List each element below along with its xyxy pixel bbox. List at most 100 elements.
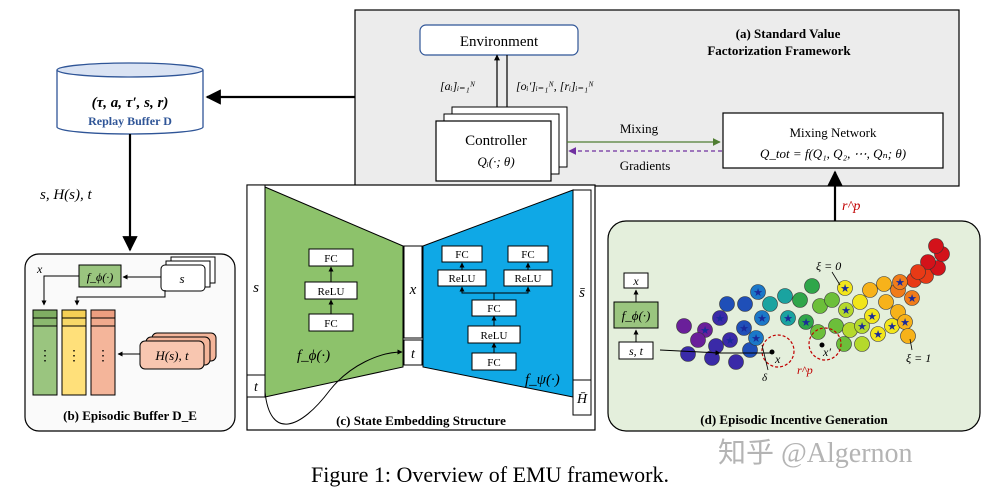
buffer-col-green: ⋮: [32, 309, 58, 396]
encoder-layers: FC ReLU FC: [304, 248, 358, 332]
embedding-point: [754, 310, 770, 326]
embedding-point: [892, 274, 908, 290]
delta-circle: [761, 334, 795, 368]
embedding-point: [854, 318, 870, 334]
embedding-point: [920, 254, 936, 270]
embedding-point: [728, 354, 744, 370]
dec-fc-mid-label: FC: [487, 303, 500, 315]
embedding-point: [804, 278, 820, 294]
star-marker: ★: [873, 329, 883, 341]
panel-b-hst-box: [139, 340, 205, 370]
star-marker: ★: [739, 323, 749, 335]
panel-b-x: x: [36, 262, 43, 276]
star-marker: ★: [715, 313, 725, 325]
panel-b-caption: (b) Episodic Buffer D_E: [63, 408, 197, 423]
buffer-col-salmon: ⋮: [90, 309, 116, 396]
embedding-point: [810, 324, 826, 340]
replay-buffer-label: Replay Buffer D: [88, 114, 172, 128]
embedding-point: [680, 346, 696, 362]
embedding-point: [854, 336, 870, 352]
embedding-point: [862, 282, 878, 298]
xi-zero-label: ξ = 0: [816, 259, 841, 273]
buffer-col-dots: ⋮: [67, 349, 81, 364]
embedding-point: [722, 332, 738, 348]
star-marker: ★: [841, 305, 851, 317]
panel-d-rp: r^p: [797, 363, 813, 377]
embedding-point: [910, 264, 926, 280]
embedding-point: [836, 336, 852, 352]
embedding-point: [876, 276, 892, 292]
panel-d-x: x: [632, 274, 639, 288]
buffer-arrow-label: s, H(s), t: [40, 187, 92, 203]
delta-label: δ: [762, 372, 768, 384]
latent-t-bar: [403, 339, 423, 366]
query-markers: x x′ δ r^p ξ = 0 ξ = 1: [659, 259, 931, 384]
embedding-point: [737, 296, 753, 312]
enc-fc-top-label: FC: [324, 253, 337, 265]
query-xprime: x′: [822, 345, 831, 359]
embedding-arrow: [659, 349, 721, 356]
dec-fc-left: [441, 245, 483, 263]
embedding-point: [777, 288, 793, 304]
panel-b-s-down-arrow: [74, 290, 166, 306]
panel-b-fphi: f_ϕ(·): [87, 270, 114, 284]
mixing-network-label: Mixing Network: [789, 125, 877, 140]
panel-a: (a) Standard Value Factorization Framewo…: [354, 9, 960, 187]
panel-a-title-line1: (a) Standard Value: [736, 26, 841, 41]
embedding-point: [762, 296, 778, 312]
panel-b: x f_ϕ(·) s ⋮ ⋮ ⋮ H(s),: [24, 253, 236, 432]
encoder-label: f_ϕ(·): [297, 348, 330, 364]
star-marker: ★: [857, 321, 867, 333]
panel-b-s: s: [179, 271, 184, 286]
input-s-label: s: [253, 280, 259, 296]
mixing-formula: Q_tot = f(Q₁, Q₂, ⋯, Qₙ; θ): [760, 146, 906, 161]
star-marker: ★: [840, 283, 850, 295]
delta-circle-prime: [808, 327, 842, 361]
panel-c: s t x t s̄ H̄ FC ReLU FC f_ϕ(·) FC ReLU: [246, 184, 596, 431]
embedding-point: [852, 294, 868, 310]
embedding-point: [904, 290, 920, 306]
panel-a-title-line2: Factorization Framework: [707, 43, 851, 58]
star-marker: ★: [753, 287, 763, 299]
panel-d-st: s, t: [629, 344, 644, 358]
buffer-col-yellow: ⋮: [61, 309, 87, 396]
panel-d-frame: [607, 220, 981, 432]
star-marker: ★: [887, 321, 897, 333]
controller-fn: Qᵢ(·; θ): [477, 154, 514, 169]
controller-box: [435, 120, 552, 182]
enc-fc-top: [308, 248, 354, 267]
output-h-label: H̄: [576, 392, 588, 407]
dec-relu-label: ReLU: [481, 330, 508, 342]
dec-relu-right-label: ReLU: [515, 273, 542, 285]
rp-label: r^p: [842, 199, 860, 214]
query-x: x: [774, 352, 781, 366]
panel-d-caption: (d) Episodic Incentive Generation: [700, 412, 888, 427]
embedding-point: [676, 318, 692, 334]
enc-fc-bottom-label: FC: [324, 318, 337, 330]
panel-b-s-box: [160, 264, 206, 292]
figure-caption: Figure 1: Overview of EMU framework.: [311, 462, 669, 487]
panel-d: x f_ϕ(·) s, t ★★★★★★★★★★★★★★★★★★ x x′ δ …: [607, 220, 981, 432]
latent-t-label: t: [411, 347, 416, 362]
embedding-scatter: ★★★★★★★★★★★★★★★★★★: [676, 238, 950, 370]
dec-fc-bottom-label: FC: [487, 357, 500, 369]
panel-d-fphi: f_ϕ(·): [622, 308, 651, 323]
panel-d-fphi-box: [613, 301, 659, 329]
panel-b-x-arrow: [41, 275, 79, 306]
panel-c-caption: (c) State Embedding Structure: [336, 413, 506, 428]
embedding-point: [736, 320, 752, 336]
mixing-network-box: [722, 112, 944, 169]
actions-label: [aᵢ]ᵢ₌₁ᴺ: [440, 79, 476, 93]
mixing-arrow-label: Mixing: [620, 121, 659, 136]
embedding-point: [719, 296, 735, 312]
t-skip-arrow: [264, 349, 403, 425]
output-h-bar: [572, 379, 592, 416]
panel-b-hst: H(s), t: [154, 348, 189, 363]
embedding-point: [864, 308, 880, 324]
dec-fc-right: [507, 245, 549, 263]
panel-d-st-box: [618, 341, 654, 360]
input-t-label: t: [254, 380, 259, 395]
input-t-bar: [246, 374, 266, 398]
replay-buffer: (τ, a, τ′, s, r) Replay Buffer D: [56, 62, 204, 135]
latent-x-bar: [403, 245, 423, 339]
